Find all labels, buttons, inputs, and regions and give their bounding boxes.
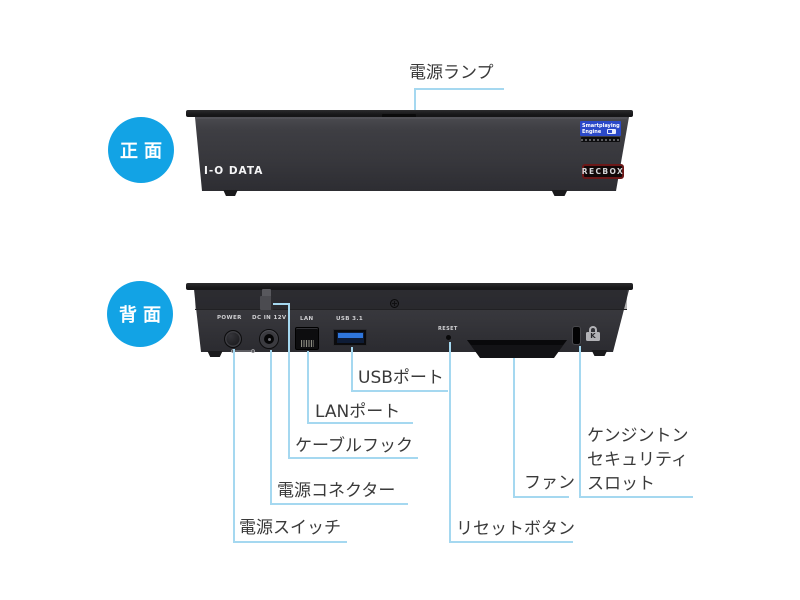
transcode-icon [607,129,616,134]
reset-button-hole [446,335,451,340]
reset-label: RESET [438,326,458,332]
power-connector-leader-line [270,350,272,505]
power-lamp-label: 電源ランプ [409,63,494,83]
engine-badge-line1: Smartplaying [582,122,620,129]
power-lamp-window [382,114,416,119]
usb-leader-line [351,390,448,392]
power-switch-leader-line [233,541,347,543]
power-switch-callout-label: 電源スイッチ [239,518,341,538]
cable-hook-leader-line [273,303,290,305]
kensington-leader-line [579,496,693,498]
lan-leader-line [307,422,413,424]
kensington-lock-icon [589,326,597,334]
kensington-slot [572,326,581,345]
power-port-label: POWER [217,315,242,321]
usb-leader-line [351,347,353,392]
power-button [224,330,242,348]
engine-badge-substrip [581,137,620,142]
back-foot-left [207,351,223,357]
front-panel-highlight [195,117,627,119]
kensington-callout-line3: スロット [587,474,655,494]
lan-port-label: LAN [300,316,314,322]
kensington-callout-line2: セキュリティ [587,450,688,470]
kensington-leader-line [579,346,581,498]
reset-leader-line [449,342,451,543]
back-top-lid [186,283,633,290]
back-view-badge: 背面 [107,281,173,347]
cable-hook-leader-line [288,457,418,459]
dc-jack-pin [268,338,271,341]
lan-port-pins [301,340,314,347]
cable-hook [260,296,273,310]
screw-slot [394,301,395,306]
kensington-lock-icon: K [586,332,600,341]
usb-port-tongue [338,333,363,338]
kensington-callout-line1: ケンジントン [587,426,689,446]
reset-callout-label: リセットボタン [456,519,575,539]
fan-vent-shadow [467,340,567,345]
engine-badge-line2: Engine [582,128,602,135]
kensington-callout-label: ケンジントン セキュリティ スロット [587,424,689,496]
cable-hook-callout-label: ケーブルフック [295,436,413,456]
front-foot-left [223,190,238,196]
power-connector-leader-line [270,503,408,505]
back-panel-upper-strip [195,290,627,310]
power-switch-leader-line [233,349,235,543]
front-view-badge: 正面 [108,117,174,183]
recbox-logo: RECBOX [582,164,624,179]
dc-polarity-icon [231,349,255,353]
power-lamp-leader-line [414,88,416,113]
power-connector-callout-label: 電源コネクター [277,481,396,501]
dc-in-label: DC IN 12V [252,315,287,321]
fan-leader-line [513,496,569,498]
reset-leader-line [449,541,573,543]
cable-hook-leader-line [288,303,290,459]
back-foot-right [591,350,608,356]
power-lamp-leader-line [414,88,504,90]
fan-leader-line [513,358,515,498]
usb-callout-label: USBポート [358,368,444,388]
front-panel [193,117,629,191]
fan-callout-label: ファン [524,473,575,493]
cable-hook [262,289,271,298]
lan-callout-label: LANポート [315,402,401,422]
lan-leader-line [307,351,309,424]
usb-port-label: USB 3.1 [336,316,364,322]
io-data-logo: I-O DATA [204,165,264,177]
front-top-lid [186,110,633,117]
front-foot-right [551,190,568,196]
